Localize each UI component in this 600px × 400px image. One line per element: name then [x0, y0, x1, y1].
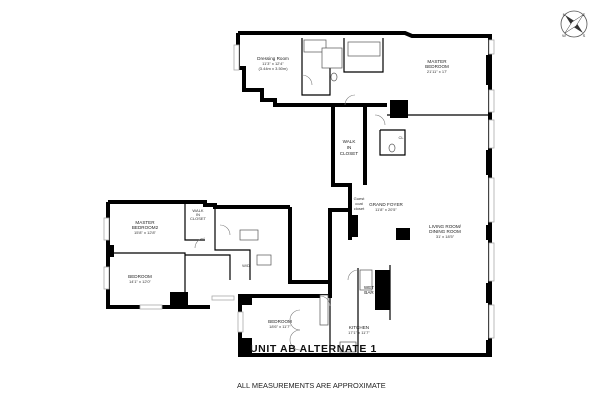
- svg-text:BEDROOM: BEDROOM: [425, 64, 449, 69]
- svg-text:11'8" x 20'5": 11'8" x 20'5": [375, 207, 397, 212]
- svg-text:(3.44m x 3.50m): (3.44m x 3.50m): [258, 66, 288, 71]
- room-master-bedroom2: MASTER BEDROOM2 15'8" x 12'8": [132, 220, 159, 235]
- svg-text:Dressing Room: Dressing Room: [257, 56, 289, 61]
- bathtub-icon: [347, 41, 381, 57]
- measurement-note: ALL MEASUREMENTS ARE APPROXIMATE: [237, 381, 386, 390]
- room-dressing-room: Dressing Room 11'3" x 12'4" (3.44m x 3.5…: [257, 56, 289, 71]
- room-kitchen: KITCHEN 17'1" x 11'7": [348, 325, 370, 335]
- svg-text:coat: coat: [355, 201, 363, 206]
- room-walk-in-closet: WALK IN CLOSET: [340, 139, 359, 156]
- svg-text:IN: IN: [347, 145, 352, 150]
- room-wd: W/D: [242, 263, 250, 268]
- compass-s: S: [583, 33, 586, 38]
- svg-text:GRAND FOYER: GRAND FOYER: [369, 202, 403, 207]
- room-bedroom-west: BEDROOM 14'1" x 12'0": [128, 274, 152, 284]
- room-master-bedroom: MASTER BEDROOM 21'11" x 17': [425, 59, 449, 74]
- svg-text:17'1" x 11'7": 17'1" x 11'7": [348, 330, 370, 335]
- structural-columns: [106, 55, 492, 355]
- svg-text:BAR: BAR: [364, 290, 374, 295]
- svg-text:WET: WET: [364, 285, 374, 290]
- room-small-walk-in-closet: WALK IN CLOSET: [190, 208, 207, 221]
- toilet-icon: [388, 143, 396, 153]
- counter-icon: [319, 294, 329, 326]
- svg-text:14'1" x 12'0": 14'1" x 12'0": [129, 279, 152, 284]
- compass-e: E: [583, 12, 586, 17]
- room-living-dining: LIVING ROOM/ DINING ROOM 31' x 18'5": [429, 224, 462, 239]
- svg-text:15'8" x 12'8": 15'8" x 12'8": [134, 230, 157, 235]
- svg-text:18'6" x 11'7": 18'6" x 11'7": [269, 324, 291, 329]
- svg-text:Guest: Guest: [354, 196, 366, 201]
- svg-text:11'3" x 12'4": 11'3" x 12'4": [262, 61, 284, 66]
- compass-icon: N E S W: [560, 10, 588, 38]
- plan-title: UNIT AB ALTERNATE 1: [250, 343, 377, 355]
- svg-text:LIVING ROOM/: LIVING ROOM/: [429, 224, 462, 229]
- svg-text:KITCHEN: KITCHEN: [349, 325, 369, 330]
- bathtub-icon: [256, 254, 272, 266]
- windows: [103, 39, 495, 339]
- svg-text:IN: IN: [196, 212, 200, 217]
- svg-text:CLOSET: CLOSET: [190, 216, 207, 221]
- svg-text:BEDROOM: BEDROOM: [268, 319, 292, 324]
- svg-text:21'11" x 17': 21'11" x 17': [427, 69, 447, 74]
- room-wet-bar: WET BAR: [364, 285, 375, 295]
- svg-text:DINING ROOM: DINING ROOM: [429, 229, 461, 234]
- vanity-icon: [321, 47, 343, 69]
- room-grand-foyer: GRAND FOYER 11'8" x 20'5": [369, 202, 403, 212]
- compass-n: N: [563, 12, 566, 17]
- room-bedroom-south: BEDROOM 18'6" x 11'7": [268, 319, 292, 329]
- svg-text:WALK: WALK: [343, 139, 357, 144]
- door-swings: [194, 74, 386, 351]
- compass-w: W: [562, 33, 566, 38]
- svg-text:CLOSET: CLOSET: [340, 151, 359, 156]
- svg-text:closet: closet: [354, 206, 365, 211]
- walls: [106, 31, 492, 357]
- toilet-icon: [330, 72, 338, 82]
- fixtures: [239, 39, 396, 353]
- bathtub-icon: [303, 39, 327, 53]
- svg-text:BEDROOM: BEDROOM: [128, 274, 152, 279]
- stove-icon: [339, 341, 357, 353]
- svg-text:MASTER: MASTER: [427, 59, 447, 64]
- svg-text:MASTER: MASTER: [135, 220, 155, 225]
- bathtub-icon: [239, 229, 259, 241]
- svg-text:WALK: WALK: [192, 208, 204, 213]
- svg-text:BEDROOM2: BEDROOM2: [132, 225, 159, 230]
- room-cl: CL: [398, 135, 404, 140]
- room-guest-coat-closet: Guest coat closet: [354, 196, 366, 211]
- sink-icon: [359, 269, 373, 291]
- svg-text:31' x 18'5": 31' x 18'5": [436, 234, 455, 239]
